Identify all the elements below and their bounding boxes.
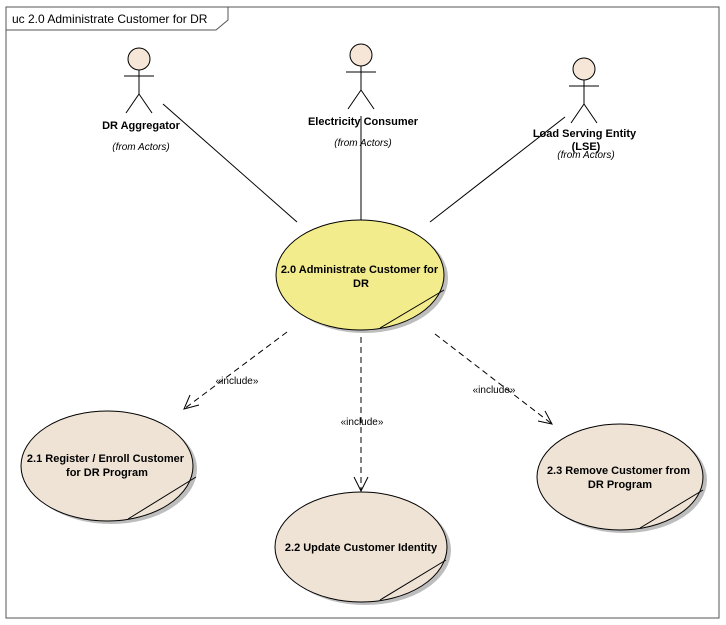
use-case-label-line: DR Program — [588, 479, 652, 491]
arrowhead-icon — [537, 410, 553, 425]
include-stereotype: «include» — [341, 417, 384, 428]
association-dr-aggregator — [162, 103, 298, 223]
association-lse — [429, 116, 566, 223]
actor-name-line: DR Aggregator — [102, 120, 181, 132]
actor-lse[interactable]: Load Serving Entity (LSE) (from Actors) — [533, 57, 639, 161]
use-case-label: 2.1 Register / Enroll Customer for DR Pr… — [27, 453, 187, 479]
actor-from-label: (from Actors) — [334, 138, 391, 149]
include-relationship-update[interactable]: «include» — [341, 337, 384, 493]
stick-figure-icon — [124, 47, 154, 114]
fold-corner-icon — [127, 476, 197, 520]
actor-electricity-consumer[interactable]: Electricity Consumer (from Actors) — [308, 43, 419, 149]
use-case-label-line: 2.3 Remove Customer from — [547, 465, 690, 477]
use-case-administrate-customer[interactable]: 2.0 Administrate Customer for DR — [275, 219, 448, 333]
actor-name-line: (LSE) — [572, 141, 601, 153]
diagram-title-tab — [5, 6, 229, 31]
use-case-label: 2.0 Administrate Customer for DR — [281, 264, 441, 290]
stick-figure-icon — [569, 57, 599, 124]
use-case-remove-customer[interactable]: 2.3 Remove Customer from DR Program — [536, 423, 707, 533]
actor-name: Electricity Consumer — [308, 116, 419, 128]
include-stereotype: «include» — [216, 376, 259, 387]
actor-name: DR Aggregator — [102, 120, 181, 132]
arrowhead-icon — [353, 476, 369, 493]
include-relationship-register[interactable]: «include» — [183, 331, 288, 410]
use-case-label-line: 2.0 Administrate Customer for — [281, 264, 439, 276]
use-case-label: 2.2 Update Customer Identity — [285, 542, 438, 554]
actor-name-line: Load Serving Entity — [533, 128, 637, 140]
include-line — [183, 331, 288, 410]
use-case-label-line: for DR Program — [66, 467, 148, 479]
diagram-title: uc 2.0 Administrate Customer for DR — [12, 12, 208, 26]
actor-from-label: (from Actors) — [112, 142, 169, 153]
use-case-ellipse — [275, 219, 445, 331]
use-case-label: 2.3 Remove Customer from DR Program — [547, 465, 693, 491]
include-stereotype: «include» — [473, 385, 516, 396]
actor-from-label: (from Actors) — [557, 150, 614, 161]
fold-corner-icon — [379, 289, 445, 329]
use-case-label-line: DR — [353, 278, 369, 290]
use-case-ellipse — [20, 410, 194, 522]
arrowhead-icon — [183, 394, 200, 410]
use-case-label-line: 2.2 Update Customer Identity — [285, 542, 438, 554]
use-case-ellipse — [536, 423, 704, 531]
actor-name-line: Electricity Consumer — [308, 116, 419, 128]
use-case-ellipse — [274, 491, 448, 603]
actor-name: Load Serving Entity (LSE) — [533, 128, 639, 153]
actor-dr-aggregator[interactable]: DR Aggregator (from Actors) — [102, 47, 181, 153]
use-case-register-enroll[interactable]: 2.1 Register / Enroll Customer for DR Pr… — [20, 410, 197, 524]
fold-corner-icon — [379, 559, 447, 601]
include-line — [434, 333, 553, 425]
use-case-update-identity[interactable]: 2.2 Update Customer Identity — [274, 491, 451, 605]
include-relationship-remove[interactable]: «include» — [434, 333, 553, 425]
fold-corner-icon — [639, 489, 704, 529]
use-case-label-line: 2.1 Register / Enroll Customer — [27, 453, 185, 465]
stick-figure-icon — [346, 43, 376, 110]
